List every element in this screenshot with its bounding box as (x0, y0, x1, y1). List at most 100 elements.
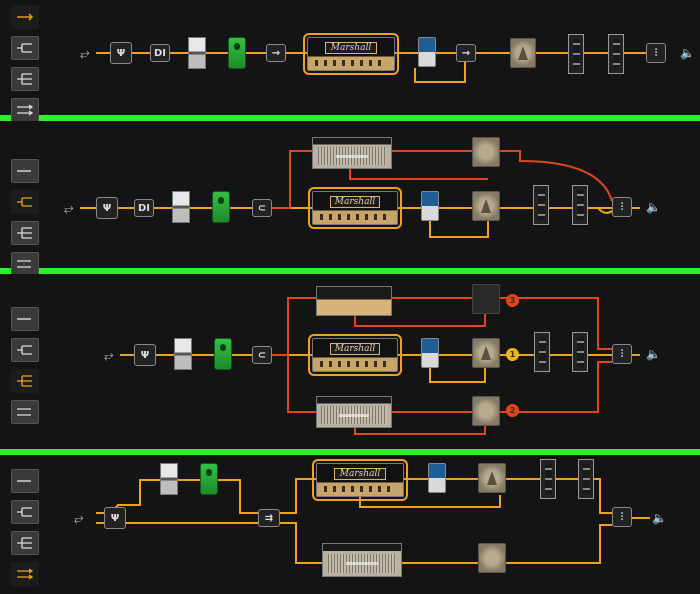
secondary-amp[interactable] (312, 137, 392, 169)
marshall-amp[interactable]: Marshall (308, 187, 402, 229)
delay-pedal[interactable] (421, 338, 439, 368)
mixer-block[interactable]: → (456, 44, 476, 62)
panel-parallel-two: ⥂ Ψ DI ⊂ Marshall ⫶ 🔈 (0, 121, 700, 276)
cabinet-main[interactable] (478, 463, 506, 493)
amp-bottom[interactable] (316, 396, 392, 428)
compressor-pedal[interactable] (188, 37, 206, 69)
eq-rack-2[interactable] (572, 185, 588, 225)
split-two-icon (17, 197, 32, 207)
split-three-icon (17, 537, 32, 549)
overdrive-pedal[interactable] (200, 463, 218, 495)
input-icon: ⥂ (74, 511, 84, 525)
single-path-icon (17, 170, 31, 172)
output-mixer[interactable]: ⫶ (612, 344, 632, 364)
mode-button-split-two[interactable] (11, 338, 39, 362)
panel-three-way: ⥂ Ψ ⊂ Marshall 3 1 2 ⫶ 🔈 (0, 274, 700, 449)
splitter-block[interactable]: ⇉ (258, 509, 280, 527)
single-path-icon (17, 318, 31, 320)
cabinet-main[interactable] (472, 338, 500, 368)
mode-button-dual[interactable] (11, 400, 39, 424)
overdrive-pedal[interactable] (214, 338, 232, 370)
dual-path-icon (17, 408, 31, 416)
secondary-amp[interactable] (322, 543, 402, 577)
overdrive-pedal[interactable] (228, 37, 246, 69)
mode-button-split-two[interactable] (11, 190, 39, 214)
single-path-icon (17, 13, 33, 21)
mode-button-split-three[interactable] (11, 369, 39, 393)
compressor-pedal[interactable] (160, 463, 178, 495)
amp-top[interactable] (316, 286, 392, 316)
panel-dual-input: ⥂ Ψ ⇉ Marshall ⫶ 🔈 (0, 455, 700, 594)
speaker-icon: 🔈 (646, 347, 661, 361)
mode-button-single[interactable] (11, 5, 39, 29)
input-icon: ⥂ (64, 201, 74, 215)
tuner-block[interactable]: Ψ (110, 42, 132, 64)
tuner-block[interactable]: Ψ (104, 507, 126, 529)
speaker-icon: 🔈 (652, 511, 667, 525)
compressor-pedal[interactable] (172, 191, 190, 223)
output-mixer[interactable]: ⫶ (612, 197, 632, 217)
section-separator (0, 268, 700, 274)
mode-button-split-two[interactable] (11, 500, 39, 524)
eq-rack-2[interactable] (608, 34, 624, 74)
tuner-block[interactable]: Ψ (134, 344, 156, 366)
dual-path-icon (17, 260, 31, 268)
splitter-block[interactable]: ⊂ (252, 346, 272, 364)
mode-selector (11, 159, 41, 283)
cabinet-top[interactable] (472, 284, 500, 314)
eq-rack-1[interactable] (540, 459, 556, 499)
speaker-icon: 🔈 (680, 46, 695, 60)
eq-rack-1[interactable] (534, 332, 550, 372)
mode-selector (11, 469, 41, 593)
tuner-block[interactable]: Ψ (96, 197, 118, 219)
split-three-icon (17, 73, 32, 85)
mode-selector (11, 307, 41, 431)
mode-button-split-three[interactable] (11, 221, 39, 245)
split-two-icon (17, 507, 32, 517)
delay-pedal[interactable] (428, 463, 446, 493)
splitter-block[interactable]: ⊂ (252, 199, 272, 217)
eq-rack-2[interactable] (572, 332, 588, 372)
compressor-pedal[interactable] (174, 338, 192, 370)
cabinet-top[interactable] (472, 137, 500, 167)
section-separator (0, 449, 700, 455)
mode-button-single[interactable] (11, 307, 39, 331)
speaker-icon: 🔈 (646, 200, 661, 214)
section-separator (0, 115, 700, 121)
marshall-amp[interactable]: Marshall (308, 334, 402, 376)
split-three-icon (17, 375, 32, 387)
split-three-icon (17, 227, 32, 239)
cabinet[interactable] (510, 38, 536, 68)
marshall-amp[interactable]: Marshall (312, 459, 408, 501)
mode-button-dual[interactable] (11, 562, 39, 586)
path-badge-3: 3 (506, 294, 519, 307)
input-icon: ⥂ (104, 348, 114, 362)
cabinet-bottom[interactable] (478, 543, 506, 573)
mode-button-single[interactable] (11, 159, 39, 183)
output-mixer[interactable]: ⫶ (612, 507, 632, 527)
eq-rack-1[interactable] (568, 34, 584, 74)
path-badge-1: 1 (506, 348, 519, 361)
split-two-icon (17, 345, 32, 355)
overdrive-pedal[interactable] (212, 191, 230, 223)
output-mixer[interactable]: ⫶ (646, 43, 666, 63)
eq-rack-1[interactable] (533, 185, 549, 225)
di-block[interactable]: DI (134, 199, 154, 217)
marshall-amp[interactable]: Marshall (303, 33, 399, 75)
di-block[interactable]: DI (150, 44, 170, 62)
cabinet-main[interactable] (472, 191, 500, 221)
input-icon: ⥂ (80, 46, 90, 60)
split-two-icon (17, 43, 32, 53)
splitter-block[interactable]: → (266, 44, 286, 62)
mode-button-split-two[interactable] (11, 36, 39, 60)
cabinet-bottom[interactable] (472, 396, 500, 426)
panel-single-chain: ⥂ Ψ DI → Marshall → ⫶ 🔈 (0, 0, 700, 122)
mode-button-split-three[interactable] (11, 531, 39, 555)
mode-button-single[interactable] (11, 469, 39, 493)
mode-button-split-three[interactable] (11, 67, 39, 91)
eq-rack-2[interactable] (578, 459, 594, 499)
delay-pedal[interactable] (421, 191, 439, 221)
delay-pedal[interactable] (418, 37, 436, 67)
dual-path-icon (17, 104, 34, 116)
dual-path-icon (17, 568, 34, 580)
